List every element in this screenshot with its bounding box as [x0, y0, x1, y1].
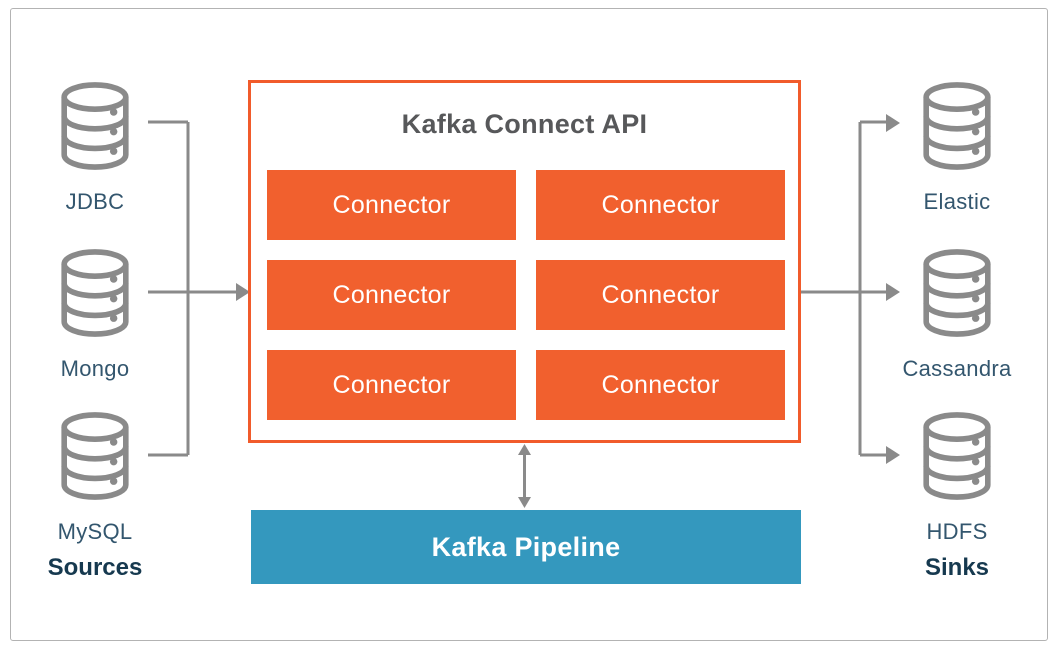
database-icon: [53, 248, 137, 338]
source-node-mysql: MySQL: [35, 411, 155, 545]
sink-node-cassandra: Cassandra: [897, 248, 1017, 382]
kafka-connect-api-box: Kafka Connect API Connector Connector Co…: [248, 80, 801, 443]
database-icon: [915, 81, 999, 171]
sources-heading: Sources: [47, 554, 143, 581]
kafka-pipeline-bar: Kafka Pipeline: [251, 510, 801, 584]
sink-node-elastic: Elastic: [897, 81, 1017, 215]
connector-block: Connector: [536, 350, 785, 420]
source-label-jdbc: JDBC: [65, 189, 125, 214]
sink-elastic-arrowhead-icon: [886, 114, 900, 132]
database-icon: [53, 81, 137, 171]
sink-label-hdfs: HDFS: [926, 519, 988, 544]
connector-block: Connector: [267, 170, 516, 240]
source-node-mongo: Mongo: [35, 248, 155, 382]
connector-block: Connector: [267, 260, 516, 330]
database-icon: [53, 411, 137, 501]
sources-to-connect-wire: [148, 120, 236, 457]
sink-label-cassandra: Cassandra: [902, 356, 1012, 381]
sink-node-hdfs: HDFS: [897, 411, 1017, 545]
sink-cassandra-arrowhead-icon: [886, 283, 900, 301]
sink-hdfs-arrowhead-icon: [886, 446, 900, 464]
connector-block: Connector: [267, 350, 516, 420]
connect-pipeline-double-arrow: [518, 444, 531, 508]
source-label-mysql: MySQL: [57, 519, 133, 544]
sources-arrowhead-icon: [236, 283, 250, 301]
sink-label-elastic: Elastic: [923, 189, 991, 214]
database-icon: [915, 411, 999, 501]
connector-block: Connector: [536, 170, 785, 240]
connector-block: Connector: [536, 260, 785, 330]
database-icon: [915, 248, 999, 338]
source-node-jdbc: JDBC: [35, 81, 155, 215]
source-label-mongo: Mongo: [60, 356, 130, 381]
connect-to-sinks-wire: [801, 120, 886, 457]
sinks-heading: Sinks: [924, 554, 990, 581]
kafka-connect-api-title: Kafka Connect API: [401, 109, 648, 139]
